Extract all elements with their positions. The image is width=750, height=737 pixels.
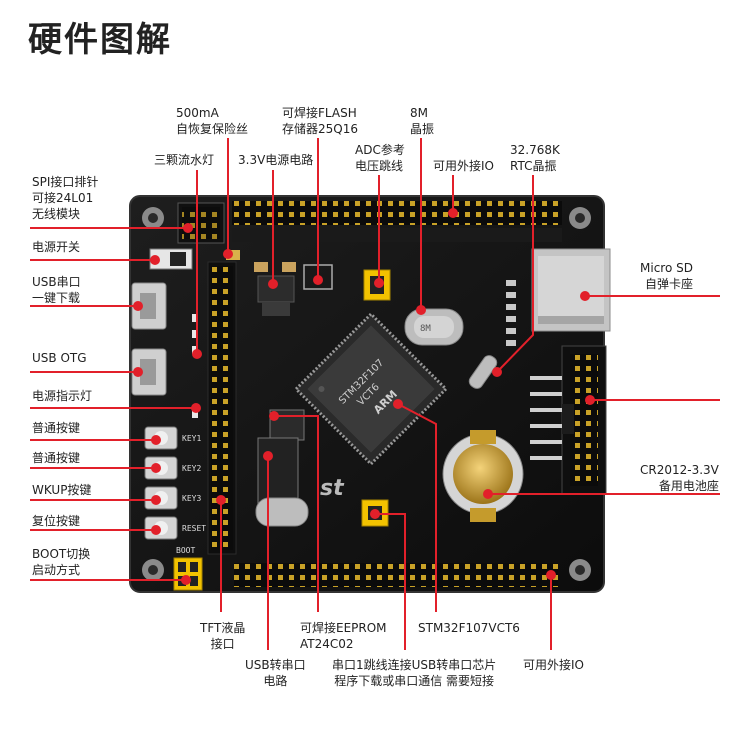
pointer-dots xyxy=(133,208,595,585)
label-key1: 普通按键 xyxy=(32,421,81,435)
silk-boot: BOOT xyxy=(176,546,195,555)
top-pin-header xyxy=(232,201,562,225)
label-usb-otg: USB OTG xyxy=(32,351,87,365)
micro-sd-socket xyxy=(531,248,611,332)
resistor-array xyxy=(506,280,516,346)
silk-reset: RESET xyxy=(182,524,206,533)
usb-otg-connector xyxy=(131,348,167,396)
label-extio-top: 可用外接IO xyxy=(433,159,494,173)
silk-key1: KEY1 xyxy=(182,434,201,443)
st-logo: st xyxy=(320,476,345,501)
label-extio-bottom: 可用外接IO xyxy=(523,658,584,672)
label-power-led: 电源指示灯 xyxy=(32,389,93,403)
label-mcu: STM32F107VCT6 xyxy=(418,621,520,635)
crystal-32k xyxy=(468,355,498,389)
label-reset: 复位按键 xyxy=(32,514,81,528)
jtag-connector xyxy=(561,345,607,495)
regulator xyxy=(254,262,296,316)
label-power-3v3: 3.3V电源电路 xyxy=(238,153,314,167)
silk-key2: KEY2 xyxy=(182,464,201,473)
mounting-holes xyxy=(142,207,591,581)
silk-key3: KEY3 xyxy=(182,494,201,503)
crystal-8m: 8M xyxy=(404,308,464,346)
label-power-switch: 电源开关 xyxy=(32,240,81,254)
label-boot: BOOT切换启动方式 xyxy=(32,547,91,577)
crystal-mark: 8M xyxy=(420,324,431,334)
label-usb-serial: USB串口一键下载 xyxy=(32,275,81,305)
jtag-pins xyxy=(530,376,562,460)
label-usb-to-serial: USB转串口电路 xyxy=(245,658,306,688)
label-leds: 三颗流水灯 xyxy=(154,153,215,167)
label-wkup: WKUP按键 xyxy=(32,483,92,497)
label-key2: 普通按键 xyxy=(32,451,81,465)
label-tft: TFT液晶接口 xyxy=(200,621,246,651)
label-adc-ref: ADC参考电压跳线 xyxy=(355,143,405,173)
label-serial-jumper: 串口1跳线连接USB转串口芯片程序下载或串口通信 需要短接 xyxy=(332,658,497,688)
usb-serial-crystal xyxy=(255,497,309,527)
page-title: 硬件图解 xyxy=(28,20,172,60)
pointer-lines xyxy=(30,138,720,650)
fuse xyxy=(226,250,240,260)
bottom-pin-header xyxy=(234,563,558,587)
